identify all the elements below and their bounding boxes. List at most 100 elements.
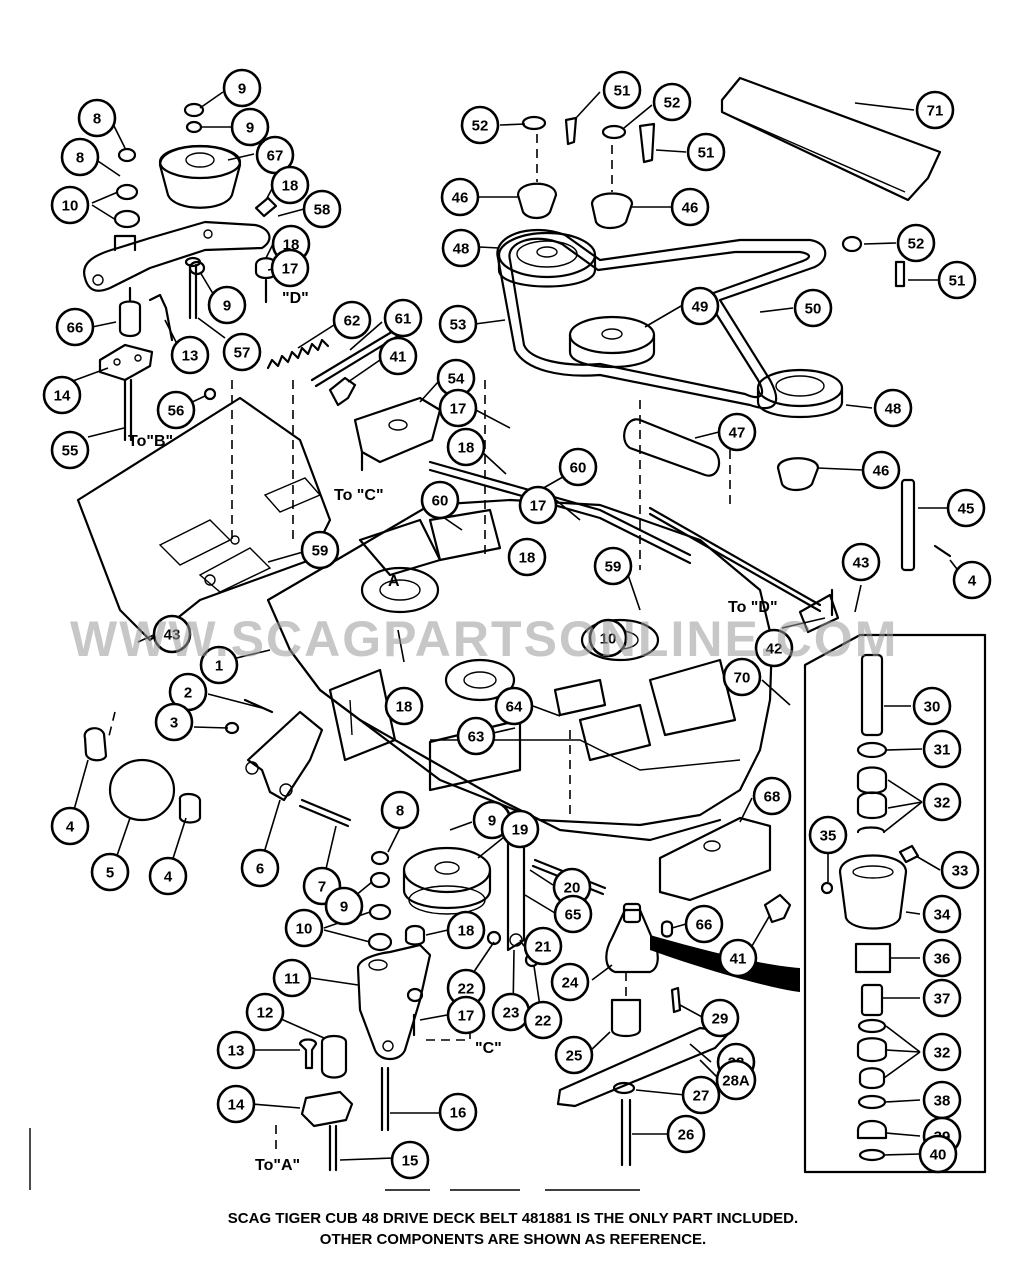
exploded-view-drawing: [29, 76, 987, 1191]
callout-51: 51: [937, 260, 977, 300]
callout-circle: [148, 856, 188, 896]
callout-circle: [390, 1140, 430, 1180]
spring-and-rod: [266, 328, 442, 472]
callout-32: 32: [922, 1032, 962, 1072]
callout-17: 17: [270, 248, 310, 288]
callout-number: 59: [312, 543, 329, 560]
callout-circle: [922, 1032, 962, 1072]
callout-circle: [494, 686, 534, 726]
callout-31: 31: [922, 729, 962, 769]
callout-circle: [500, 809, 540, 849]
callout-number: 58: [314, 202, 331, 219]
callout-circle: [216, 1030, 256, 1070]
callout-number: 57: [234, 345, 251, 362]
callout-34: 34: [922, 894, 962, 934]
callout-number: 43: [853, 555, 870, 572]
callout-circle: [922, 729, 962, 769]
callout-circle: [940, 850, 980, 890]
callout-circle: [841, 542, 881, 582]
callout-circle: [523, 926, 563, 966]
callout-9: 9: [207, 285, 247, 325]
callout-67: 67: [255, 135, 295, 175]
callout-11: 11: [272, 958, 312, 998]
callout-circle: [918, 1134, 958, 1174]
callout-circle: [670, 187, 710, 227]
callout-number: 68: [764, 789, 781, 806]
callout-17: 17: [438, 388, 478, 428]
callout-circle: [270, 165, 310, 205]
callout-number: 2: [184, 685, 192, 702]
callout-23: 23: [491, 992, 531, 1032]
callout-circle: [441, 228, 481, 268]
note-d-top: "D": [282, 290, 309, 307]
callout-circle: [199, 645, 239, 685]
callout-3: 3: [154, 702, 194, 742]
callout-number: 30: [924, 699, 941, 716]
callout-circle: [922, 938, 962, 978]
callout-circle: [230, 107, 270, 147]
callout-number: 59: [605, 559, 622, 576]
callout-28a: 28A: [715, 1059, 757, 1101]
callout-circle: [922, 978, 962, 1018]
callout-circle: [602, 70, 642, 110]
callout-number: 47: [729, 425, 746, 442]
callout-number: 62: [344, 313, 361, 330]
callout-number: 17: [450, 401, 467, 418]
callout-number: 17: [530, 498, 547, 515]
callout-51: 51: [602, 70, 642, 110]
callout-number: 49: [692, 299, 709, 316]
callout-circle: [752, 776, 792, 816]
note-to-b: To"B": [128, 433, 173, 450]
callout-27: 27: [681, 1075, 721, 1115]
callout-number: 9: [246, 120, 254, 137]
callout-number: 34: [934, 907, 951, 924]
callout-number: 46: [452, 190, 469, 207]
callout-55: 55: [50, 430, 90, 470]
callout-number: 52: [664, 95, 681, 112]
callout-14: 14: [216, 1084, 256, 1124]
callout-number: 13: [182, 348, 199, 365]
caption-line-2: OTHER COMPONENTS ARE SHOWN AS REFERENCE.: [319, 1231, 707, 1248]
callout-37: 37: [922, 978, 962, 1018]
callout-29: 29: [700, 998, 740, 1038]
callout-number: 26: [678, 1127, 695, 1144]
callout-12: 12: [245, 992, 285, 1032]
callout-9: 9: [222, 68, 262, 108]
callout-36: 36: [922, 938, 962, 978]
callout-number: 4: [164, 869, 173, 886]
callout-13: 13: [216, 1030, 256, 1070]
callout-70: 70: [722, 657, 762, 697]
callout-number: 71: [927, 103, 944, 120]
callout-circle: [873, 388, 913, 428]
callout-circle: [77, 98, 117, 138]
callout-circle: [550, 962, 590, 1002]
callout-4: 4: [50, 806, 90, 846]
callout-circle: [715, 1059, 757, 1101]
callout-32: 32: [922, 782, 962, 822]
callout-circle: [222, 332, 262, 372]
callout-number: 51: [614, 83, 631, 100]
callout-43: 43: [152, 614, 192, 654]
callout-circle: [652, 82, 692, 122]
callout-circle: [240, 848, 280, 888]
callout-circle: [700, 998, 740, 1038]
callout-circle: [154, 702, 194, 742]
callout-number: 24: [562, 975, 579, 992]
callout-number: 70: [734, 670, 751, 687]
callout-number: 53: [450, 317, 467, 334]
callout-number: 8: [396, 803, 404, 820]
callout-number: 9: [223, 298, 231, 315]
callout-circle: [245, 992, 285, 1032]
callout-number: 64: [506, 699, 523, 716]
callout-circle: [50, 430, 90, 470]
callout-circle: [60, 137, 100, 177]
spindle-blade-assembly: [556, 816, 792, 1167]
callout-19: 19: [500, 809, 540, 849]
callout-circle: [420, 480, 460, 520]
callout-6: 6: [240, 848, 280, 888]
callout-18: 18: [384, 686, 424, 726]
callout-68: 68: [752, 776, 792, 816]
callout-circle: [460, 105, 500, 145]
callout-circle: [922, 782, 962, 822]
callout-number: 55: [62, 443, 79, 460]
